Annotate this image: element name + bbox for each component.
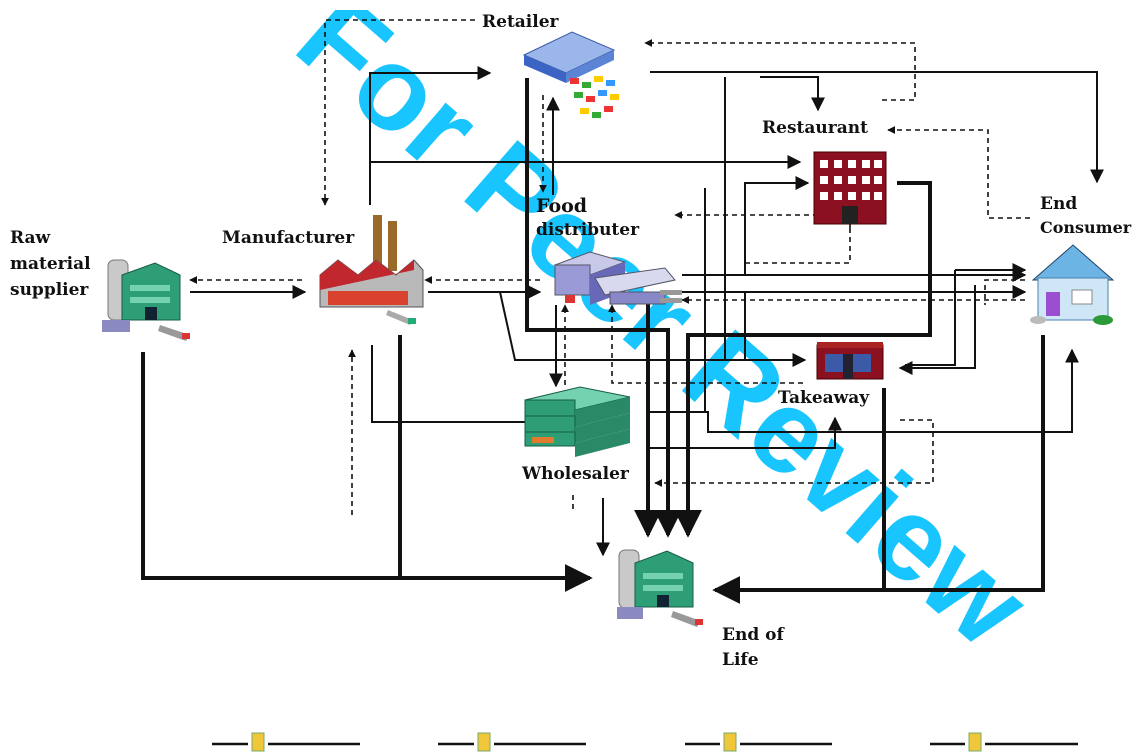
- dashed-restaurant-to-takeaway: [745, 228, 850, 263]
- label-food-2: distributer: [536, 220, 639, 240]
- dashed-retailer-to-manufacturer: [325, 20, 475, 205]
- dashed-takeaway-to-wholesaler: [655, 420, 933, 483]
- dashed-takeaway-to-distributer: [612, 305, 803, 383]
- solid-flows: [190, 72, 1097, 555]
- label-raw-3: supplier: [10, 280, 88, 300]
- label-restaurant: Restaurant: [762, 118, 868, 138]
- end-consumer-house-icon: [1030, 245, 1113, 325]
- label-takeaway: Takeaway: [778, 388, 869, 408]
- footer-mark-2: [438, 733, 586, 751]
- food-distributer-icon: [555, 252, 682, 305]
- label-raw-1: Raw: [10, 228, 50, 248]
- label-eol-1: End of: [722, 625, 784, 645]
- label-end-consumer-2: Consumer: [1040, 218, 1131, 238]
- arrow-consumer-to-takeaway: [900, 285, 975, 368]
- footer-mark-4: [930, 733, 1078, 751]
- wholesaler-icon: [525, 387, 630, 457]
- end-of-life-flows: [143, 78, 1043, 590]
- footer-mark-3: [685, 733, 832, 751]
- restaurant-icon: [814, 152, 886, 224]
- end-of-life-icon: [617, 550, 703, 627]
- dashed-consumer-to-restaurant: [888, 130, 1030, 218]
- label-food-1: Food: [536, 196, 587, 216]
- arrow-manufacturer-to-retailer: [370, 73, 490, 205]
- arrow-retailer-to-restaurant: [760, 77, 818, 110]
- footer-mark-1: [212, 733, 360, 751]
- label-wholesaler: Wholesaler: [522, 464, 629, 484]
- takeaway-icon: [817, 342, 883, 379]
- label-manufacturer: Manufacturer: [222, 228, 354, 248]
- label-end-consumer-1: End: [1040, 194, 1077, 214]
- retailer-icon: [524, 32, 619, 118]
- arrow-distributer-to-restaurant: [745, 183, 808, 275]
- arrow-manufacturer-to-wholesaler: [372, 345, 525, 422]
- label-raw-2: material: [10, 254, 91, 274]
- label-retailer: Retailer: [482, 12, 559, 32]
- footer-marks: [212, 733, 1078, 751]
- raw-supplier-icon: [102, 260, 190, 341]
- label-eol-2: Life: [722, 650, 759, 670]
